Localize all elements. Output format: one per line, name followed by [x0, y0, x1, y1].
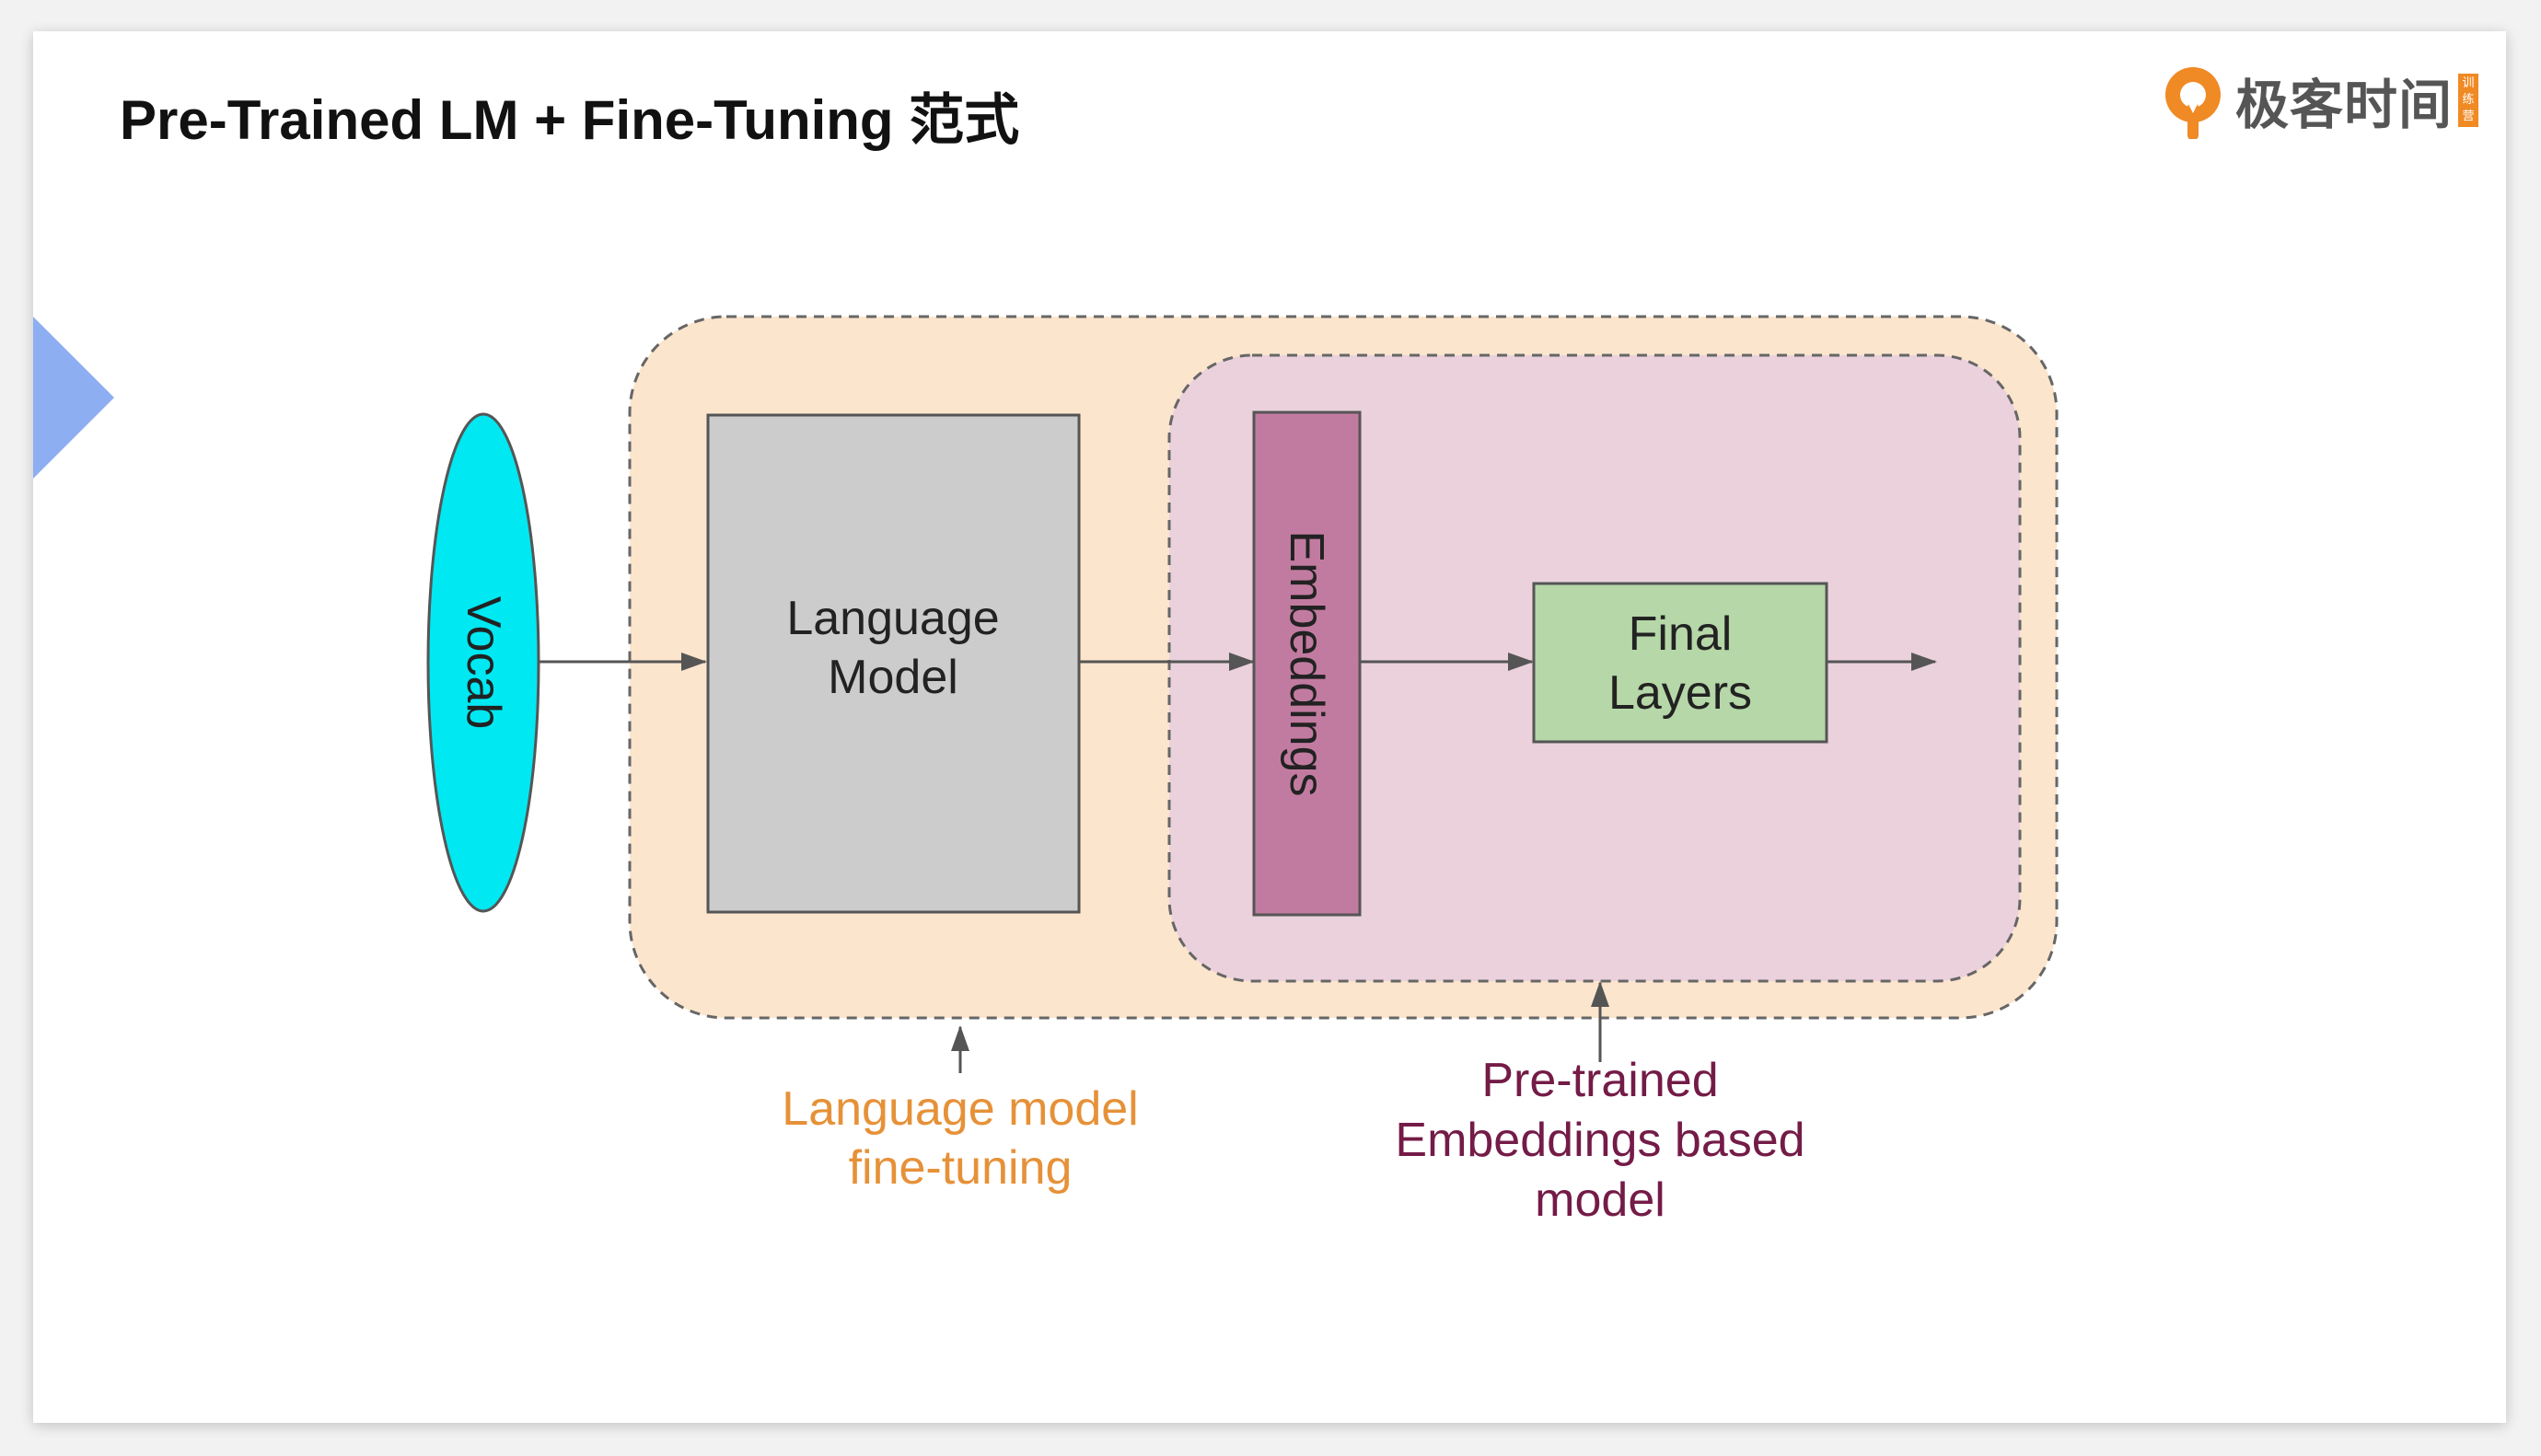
final-layers-label-line2: Layers: [1608, 666, 1752, 720]
lm-finetuning-caption-line1: Language model: [782, 1082, 1138, 1136]
slide-title: Pre-Trained LM + Fine-Tuning 范式: [120, 89, 1020, 151]
brand-tag: 训练营: [2458, 74, 2478, 127]
language-model-node: [706, 413, 1081, 914]
geektime-logo-icon: [2164, 67, 2221, 139]
embeddings-label: Embeddings: [1280, 530, 1333, 796]
side-marker: [33, 317, 114, 479]
language-model-label-line1: Language: [786, 592, 999, 645]
pretrained-caption-line3: model: [1535, 1173, 1665, 1227]
diagram: Vocab Language Model Embeddings Final La…: [33, 315, 2059, 1227]
language-model-label-line2: Model: [828, 651, 958, 704]
final-layers-node: [1532, 582, 1828, 744]
vocab-node: [426, 412, 540, 913]
vocab-label: Vocab: [457, 596, 510, 730]
embeddings-node: [1252, 410, 1362, 917]
slide: Pre-Trained LM + Fine-Tuning 范式 极客时间 训练营: [33, 31, 2506, 1423]
final-layers-label-line1: Final: [1629, 607, 1733, 661]
brand-name: 极客时间: [2234, 74, 2453, 136]
pretrained-caption-line2: Embeddings based: [1395, 1114, 1804, 1167]
brand-logo: 极客时间 训练营: [2160, 59, 2478, 142]
lm-finetuning-caption-line2: fine-tuning: [849, 1141, 1073, 1195]
pretrained-caption-line1: Pre-trained: [1481, 1054, 1718, 1107]
